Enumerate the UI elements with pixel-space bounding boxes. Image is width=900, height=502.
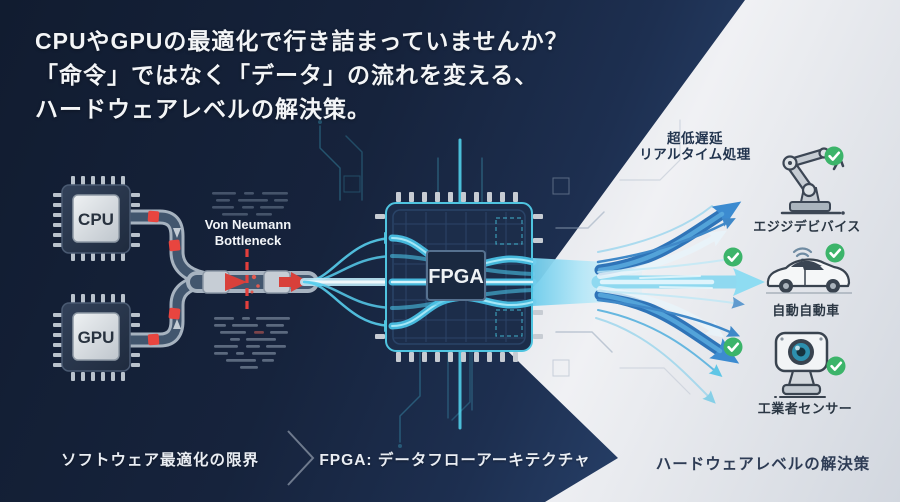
annotation-low-latency: 超低遅延 リアルタイム処理 [639,131,751,163]
svg-text:Von Neumann: Von Neumann [205,217,291,232]
headline-line-1: CPUやGPUの最適化で行き詰まっていませんか？ [35,28,569,54]
gpu-chip-label: GPU [78,328,115,347]
data-streams-in [300,232,396,332]
data-packets [147,210,181,346]
svg-text:Bottleneck: Bottleneck [215,233,282,248]
annotation-line-1: 超低遅延 [666,131,723,146]
fpga-label: FPGA [428,266,484,288]
cpu-chip: CPU [53,176,140,261]
headline: CPUやGPUの最適化で行き詰まっていませんか？ 「命令」ではなく「データ」の流… [35,24,569,126]
checkmark-icon [823,145,845,167]
checkmark-icon [722,246,744,268]
checkmark-icon [824,242,846,264]
footer-stage-3: ハードウェアレベルの解決策 [655,456,871,473]
output-label-autonomous-car: 自動自動車 [772,303,840,318]
checkmark-icon [722,336,744,358]
stage-chevron-separator [287,430,315,486]
industrial-camera-icon [774,331,830,398]
cpu-chip-label: CPU [78,210,114,229]
checkmark-icon [825,355,847,377]
memory-dump-bottom [214,317,290,369]
headline-line-3: ハードウェアレベルの解決策。 [35,96,371,122]
fpga-pins [375,192,543,362]
von-neumann-label: Von Neumann Bottleneck [205,217,291,248]
autonomous-car-icon [766,247,852,294]
fpga-label-box: FPGA [426,250,486,301]
memory-dump-top [212,192,288,216]
circuit-traces [318,119,691,448]
annotation-line-2: リアルタイム処理 [639,147,751,162]
footer-stage-2: FPGA: データフローアーキテクチャ [319,452,591,469]
fanout-arrows [591,201,765,404]
output-label-industrial-sensor: 工業者センサー [757,401,853,416]
output-label-edge-device: エジジデビバイス [753,219,861,234]
footer-stage-1: ソフトウェア最適化の限界 [60,452,260,469]
headline-line-2: 「命令」ではなく「データ」の流れを変える、 [35,62,539,88]
robot-arm-icon [780,147,845,215]
gpu-chip: GPU [53,294,140,381]
